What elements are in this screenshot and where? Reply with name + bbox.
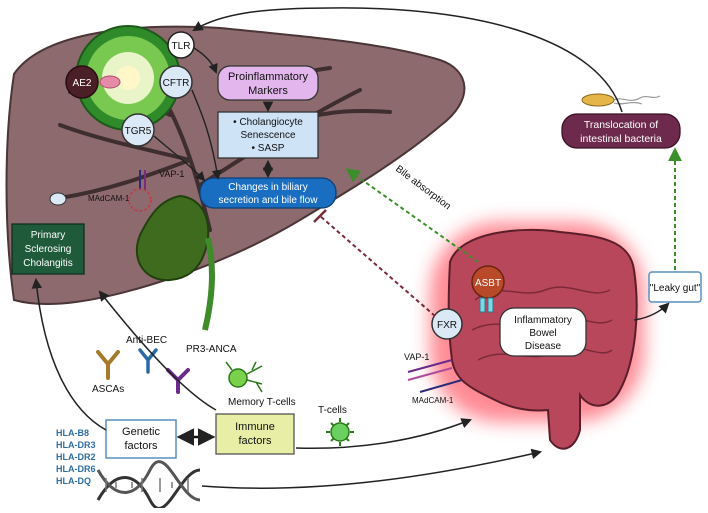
genetic-to-psc-arrow	[31, 277, 107, 431]
immune-factors-box: Immune factors	[215, 413, 295, 455]
vap1-gut-label: VAP-1	[404, 352, 429, 362]
anti-bec-label: Anti-BEC	[126, 335, 167, 346]
fxr-inhibition-bar	[313, 209, 327, 223]
tgr5-receptor: TGR5	[121, 113, 155, 147]
cftr-arrow	[191, 89, 222, 180]
madcam1-liver-label: MAdCAM-1	[88, 194, 130, 203]
tgr5-arrow	[153, 135, 206, 182]
ibd-line-3: Disease	[525, 341, 562, 352]
tlr-arrow	[193, 47, 218, 74]
proinflammatory-markers-box: Proinflammatory Markers	[217, 65, 319, 101]
tcell-icon	[326, 418, 354, 446]
tgr5-label: TGR5	[125, 126, 152, 137]
cftr-label: CFTR	[163, 78, 190, 89]
ascas-label: ASCAs	[92, 384, 124, 395]
ibd-line-2: Bowel	[529, 328, 556, 339]
asbt-transporter: ASBT	[471, 265, 505, 313]
hla-list: HLA-B8 HLA-DR3 HLA-DR2 HLA-DR6 HLA-DQ	[56, 428, 96, 486]
leaky-gut-box: "Leaky gut"	[648, 271, 702, 303]
hla-item: HLA-DQ	[56, 476, 91, 486]
tcells-label: T-cells	[318, 405, 347, 416]
ae2-label: AE2	[73, 78, 92, 89]
bile-absorption-arrow	[345, 168, 479, 263]
fxr-inhibition-line	[319, 215, 436, 317]
fxr-label: FXR	[437, 320, 457, 331]
translocation-line-2: intestinal bacteria	[580, 133, 662, 145]
fxr-receptor: FXR	[431, 308, 463, 340]
senescence-line-2: Senescence	[240, 130, 295, 141]
bacteria-icon	[581, 93, 661, 107]
senescence-line-1: • Cholangiocyte	[233, 117, 303, 128]
memory-tcell-icon	[225, 361, 263, 393]
hla-item: HLA-DR3	[56, 440, 96, 450]
genetic-factors-box: Genetic factors	[105, 419, 177, 459]
tlr-label: TLR	[172, 41, 191, 52]
translocation-box: Translocation of intestinal bacteria	[561, 113, 681, 149]
immune-line-2: factors	[238, 435, 272, 447]
dna-helix-icon	[96, 460, 201, 510]
hla-item: HLA-DR2	[56, 452, 96, 462]
bile-absorption-label: Bile absorption	[393, 164, 452, 213]
tlr-receptor: TLR	[167, 31, 195, 59]
pr3-anca-label: PR3-ANCA	[186, 344, 237, 355]
ibd-to-leaky-gut-arrow	[633, 302, 670, 321]
cftr-receptor: CFTR	[159, 65, 193, 99]
hla-item: HLA-B8	[56, 428, 89, 438]
memory-tcells-label: Memory T-cells	[228, 397, 296, 408]
asbt-label: ASBT	[475, 278, 501, 289]
genetic-line-1: Genetic	[122, 426, 160, 438]
leaky-gut-label: "Leaky gut"	[650, 283, 701, 294]
psc-line-3: Cholangitis	[23, 258, 72, 269]
proinflammatory-line-2: Markers	[248, 85, 288, 97]
psc-line-1: Primary	[31, 230, 65, 241]
genetic-line-2: factors	[124, 440, 158, 452]
bile-duct-cross-section	[75, 25, 181, 131]
madcam1-gut-label: MAdCAM-1	[412, 396, 454, 405]
genetic-to-gut-arrow	[201, 448, 543, 489]
biliary-changes-box: Changes in biliary secretion and bile fl…	[199, 177, 337, 209]
senescence-line-3: • SASP	[252, 143, 285, 154]
duct-node	[49, 192, 67, 206]
vap1-liver-label: VAP-1	[159, 169, 184, 179]
gut-adhesion-molecules: VAP-1 MAdCAM-1	[404, 352, 463, 405]
biliary-line-2: secretion and bile flow	[219, 195, 319, 206]
gallbladder	[135, 194, 215, 331]
biliary-line-1: Changes in biliary	[228, 182, 308, 193]
ibd-box: Inflammatory Bowel Disease	[499, 307, 587, 357]
translocation-line-1: Translocation of	[584, 119, 658, 131]
psc-box: Primary Sclerosing Cholangitis	[11, 223, 85, 275]
ibd-line-1: Inflammatory	[514, 315, 572, 326]
liver-adhesion-molecules: VAP-1 MAdCAM-1	[88, 169, 184, 212]
ascas-antibody-icon	[96, 350, 120, 380]
anti-bec-antibody-icon	[138, 348, 158, 374]
immune-to-liver-arrow	[98, 290, 217, 411]
senescence-box: • Cholangiocyte Senescence • SASP	[217, 111, 319, 159]
psc-line-2: Sclerosing	[25, 244, 72, 255]
translocation-to-liver-arrow	[192, 7, 623, 113]
hla-item: HLA-DR6	[56, 464, 96, 474]
proinflammatory-line-1: Proinflammatory	[228, 71, 309, 83]
immune-line-1: Immune	[235, 421, 275, 433]
ae2-receptor: AE2	[65, 65, 121, 99]
immune-to-gut-arrow	[295, 418, 472, 449]
